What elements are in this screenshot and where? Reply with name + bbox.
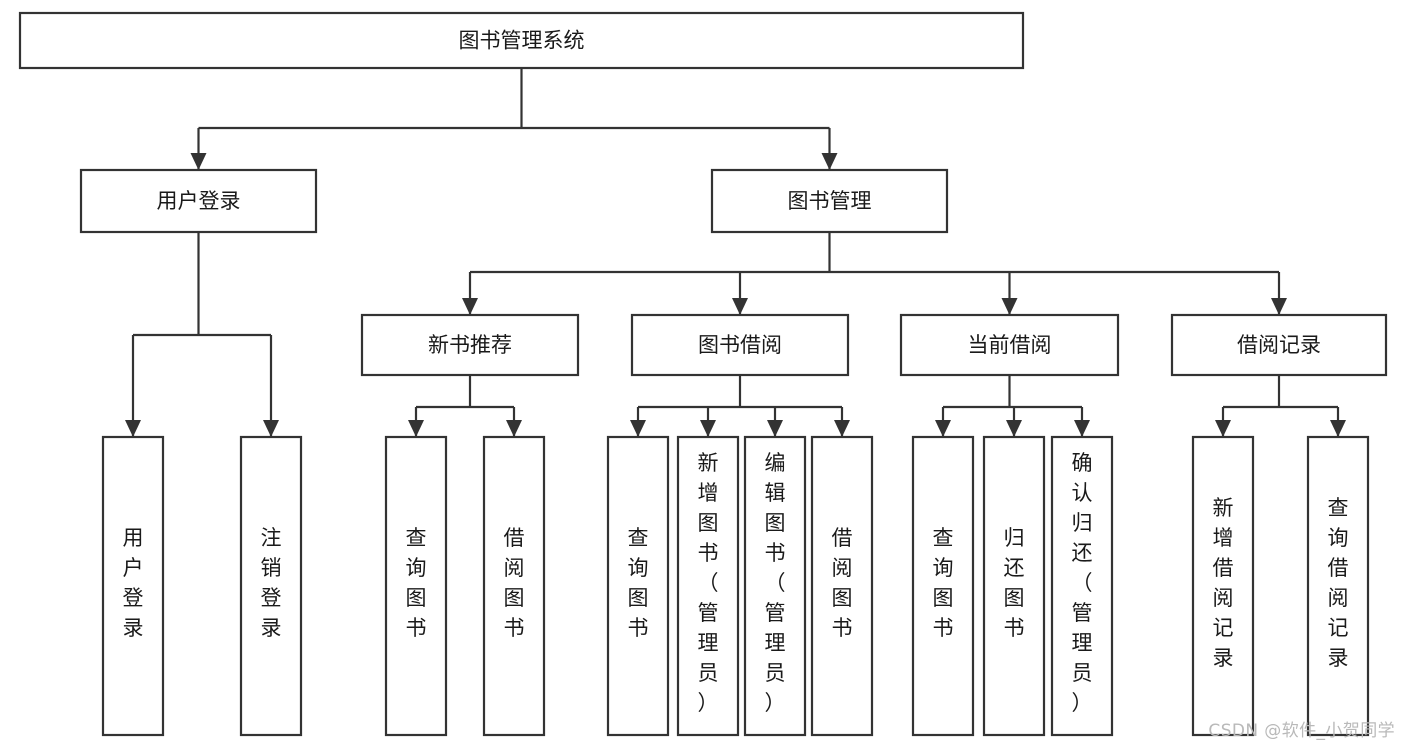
node-leaf-return-book[interactable]: 归还图书 [982, 435, 1046, 737]
node-leaf-user-login[interactable]: 用户登录 [101, 435, 165, 737]
node-label-user-login: 用户登录 [157, 189, 241, 213]
node-box-current-borrow[interactable] [899, 313, 1120, 377]
node-leaf-query-book-1[interactable]: 查询图书 [384, 435, 448, 737]
edge-group-borrow-record [1215, 375, 1346, 437]
node-box-book-manage[interactable] [710, 168, 949, 234]
node-box-leaf-add-book[interactable] [676, 435, 740, 737]
edge-arrowhead [700, 420, 716, 437]
edge-group-new-book-recommend [408, 375, 522, 437]
edge-arrowhead [630, 420, 646, 437]
node-leaf-user-logout[interactable]: 注销登录 [239, 435, 303, 737]
edge-arrowhead [1271, 298, 1287, 315]
node-label-leaf-return-book: 归还图书 [1004, 526, 1025, 640]
node-box-user-login[interactable] [79, 168, 318, 234]
node-label-book-manage: 图书管理 [788, 189, 872, 213]
node-book-borrow[interactable]: 图书借阅 [630, 313, 850, 377]
node-box-leaf-query-book-1[interactable] [384, 435, 448, 737]
node-leaf-borrow-book-2[interactable]: 借阅图书 [810, 435, 874, 737]
node-label-new-book-recommend: 新书推荐 [428, 333, 512, 357]
node-leaf-query-book-3[interactable]: 查询图书 [911, 435, 975, 737]
node-leaf-add-record[interactable]: 新增借阅记录 [1191, 435, 1255, 737]
edge-arrowhead [462, 298, 478, 315]
node-box-borrow-record[interactable] [1170, 313, 1388, 377]
node-box-leaf-confirm-return[interactable] [1050, 435, 1114, 737]
node-label-leaf-edit-book: 编辑图书（管理员） [765, 451, 786, 715]
edge-arrowhead [408, 420, 424, 437]
node-label-leaf-query-record: 查询借阅记录 [1328, 496, 1349, 670]
edge-group-user-login [125, 232, 279, 437]
edge-arrowhead [821, 153, 838, 170]
node-box-leaf-query-record[interactable] [1306, 435, 1370, 737]
edge-arrowhead [1215, 420, 1231, 437]
node-new-book-recommend[interactable]: 新书推荐 [360, 313, 580, 377]
node-label-leaf-user-login: 用户登录 [123, 526, 144, 640]
edge-group-current-borrow [935, 375, 1090, 437]
edge-group-book-manage [462, 232, 1287, 315]
edge-arrowhead [834, 420, 850, 437]
node-box-leaf-borrow-book-2[interactable] [810, 435, 874, 737]
edge-group-book-borrow [630, 375, 850, 437]
node-label-leaf-borrow-book-1: 借阅图书 [504, 526, 525, 640]
node-box-leaf-return-book[interactable] [982, 435, 1046, 737]
node-label-leaf-user-logout: 注销登录 [261, 526, 282, 640]
node-current-borrow[interactable]: 当前借阅 [899, 313, 1120, 377]
node-box-leaf-user-logout[interactable] [239, 435, 303, 737]
node-label-leaf-add-book: 新增图书（管理员） [698, 451, 719, 715]
node-label-leaf-confirm-return: 确认归还（管理员） [1072, 451, 1093, 715]
edge-arrowhead [190, 153, 207, 170]
node-leaf-query-record[interactable]: 查询借阅记录 [1306, 435, 1370, 737]
node-box-leaf-borrow-book-1[interactable] [482, 435, 546, 737]
node-user-login[interactable]: 用户登录 [79, 168, 318, 234]
edge-arrowhead [506, 420, 522, 437]
node-label-book-borrow: 图书借阅 [698, 333, 782, 357]
node-label-current-borrow: 当前借阅 [968, 333, 1052, 357]
edge-group-root [190, 68, 838, 170]
node-label-leaf-borrow-book-2: 借阅图书 [832, 526, 853, 640]
edge-arrowhead [1074, 420, 1090, 437]
edge-arrowhead [935, 420, 951, 437]
node-leaf-query-book-2[interactable]: 查询图书 [606, 435, 670, 737]
node-root[interactable]: 图书管理系统 [18, 11, 1025, 70]
node-box-leaf-user-login[interactable] [101, 435, 165, 737]
edge-arrowhead [263, 420, 279, 437]
node-box-leaf-add-record[interactable] [1191, 435, 1255, 737]
node-box-leaf-query-book-3[interactable] [911, 435, 975, 737]
node-borrow-record[interactable]: 借阅记录 [1170, 313, 1388, 377]
node-label-leaf-add-record: 新增借阅记录 [1213, 496, 1234, 670]
edge-arrowhead [1001, 298, 1018, 315]
nodes-layer: 图书管理系统用户登录图书管理新书推荐图书借阅当前借阅借阅记录用户登录注销登录查询… [18, 11, 1388, 737]
node-label-borrow-record: 借阅记录 [1237, 333, 1321, 357]
node-box-leaf-edit-book[interactable] [743, 435, 807, 737]
node-box-new-book-recommend[interactable] [360, 313, 580, 377]
node-box-leaf-query-book-2[interactable] [606, 435, 670, 737]
node-label-leaf-query-book-1: 查询图书 [406, 526, 427, 640]
node-leaf-borrow-book-1[interactable]: 借阅图书 [482, 435, 546, 737]
edges-layer [125, 68, 1346, 437]
node-label-leaf-query-book-2: 查询图书 [628, 526, 649, 640]
node-label-root: 图书管理系统 [459, 29, 585, 53]
edge-arrowhead [125, 420, 141, 437]
node-leaf-edit-book[interactable]: 编辑图书（管理员） [743, 435, 807, 737]
edge-arrowhead [767, 420, 783, 437]
node-leaf-confirm-return[interactable]: 确认归还（管理员） [1050, 435, 1114, 737]
node-box-book-borrow[interactable] [630, 313, 850, 377]
edge-arrowhead [1330, 420, 1346, 437]
node-box-root[interactable] [18, 11, 1025, 70]
node-label-leaf-query-book-3: 查询图书 [933, 526, 954, 640]
edge-arrowhead [1006, 420, 1022, 437]
node-book-manage[interactable]: 图书管理 [710, 168, 949, 234]
edge-arrowhead [732, 298, 748, 315]
node-leaf-add-book[interactable]: 新增图书（管理员） [676, 435, 740, 737]
